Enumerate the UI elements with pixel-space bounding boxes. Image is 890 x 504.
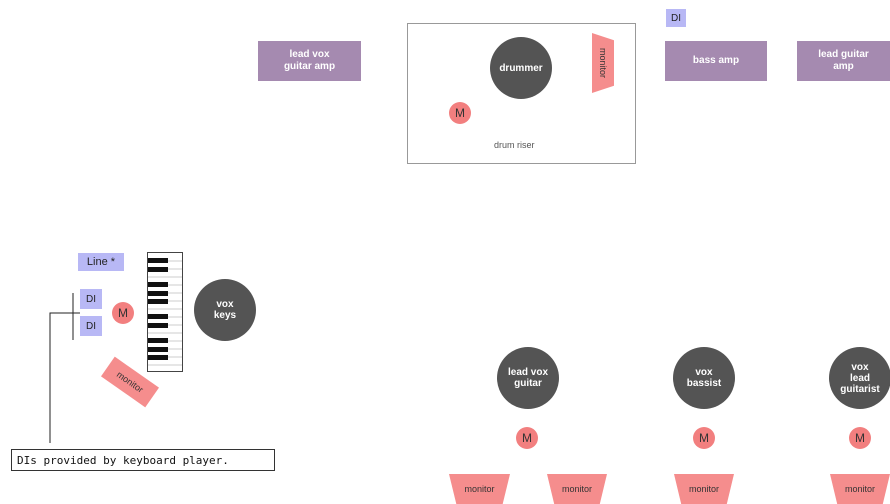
- front-monitor-4: monitor: [830, 474, 890, 504]
- drum-mic: M: [449, 102, 471, 124]
- vox-lead-guitarist-player: vox lead guitarist: [829, 347, 890, 409]
- note-bracket: [49, 293, 80, 443]
- front-monitor-3: monitor: [674, 474, 734, 504]
- keys-player: vox keys: [194, 279, 256, 341]
- lead-vox-guitar-amp: lead vox guitar amp: [258, 41, 361, 81]
- drum-monitor-label: monitor: [598, 47, 609, 79]
- line-input-box: Line *: [78, 253, 124, 271]
- lead-vox-guitar-player: lead vox guitar: [497, 347, 559, 409]
- drum-monitor: monitor: [592, 33, 614, 93]
- vox-bassist-mic: M: [693, 427, 715, 449]
- keyboard: [147, 252, 183, 372]
- keys-di-bottom: DI: [80, 316, 102, 336]
- bass-di-box: DI: [666, 9, 686, 27]
- front-monitor-2: monitor: [547, 474, 607, 504]
- keys-di-top: DI: [80, 289, 102, 309]
- bass-amp: bass amp: [665, 41, 767, 81]
- di-note: DIs provided by keyboard player.: [11, 449, 275, 471]
- vox-lead-guitarist-mic: M: [849, 427, 871, 449]
- lead-guitar-amp: lead guitar amp: [797, 41, 890, 81]
- drummer: drummer: [490, 37, 552, 99]
- keys-mic: M: [112, 302, 134, 324]
- vox-bassist-player: vox bassist: [673, 347, 735, 409]
- lead-vox-guitar-mic: M: [516, 427, 538, 449]
- front-monitor-1: monitor: [449, 474, 510, 504]
- keyboard-keys-icon: [148, 258, 182, 366]
- drum-riser-label: drum riser: [494, 140, 535, 150]
